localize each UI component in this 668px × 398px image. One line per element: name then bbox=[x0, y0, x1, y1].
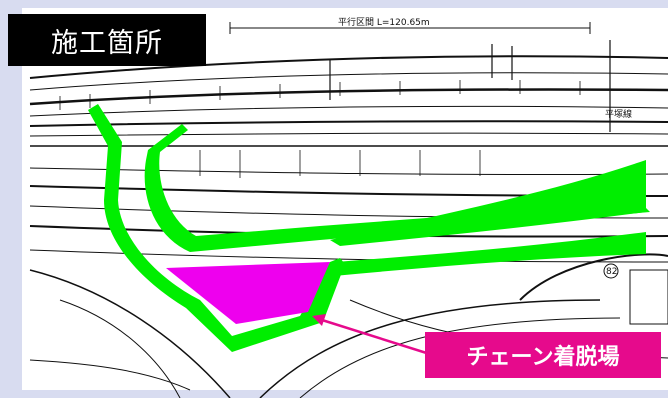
callout-arrow bbox=[312, 314, 437, 358]
chain-area-magenta bbox=[166, 262, 330, 324]
station-marks bbox=[329, 40, 611, 132]
page-title: 施工箇所 bbox=[8, 14, 206, 66]
section-dimension bbox=[229, 22, 591, 34]
construction-zone-green bbox=[88, 104, 650, 352]
right-lower-area bbox=[519, 253, 668, 325]
road-name-label: 平塚線 bbox=[605, 108, 632, 120]
route-number-label: 82 bbox=[606, 267, 617, 277]
hatch-marks bbox=[59, 80, 581, 178]
section-length-label: 平行区間 L=120.65m bbox=[338, 16, 430, 28]
chain-station-callout-label: チェーン着脱場 bbox=[425, 332, 661, 378]
